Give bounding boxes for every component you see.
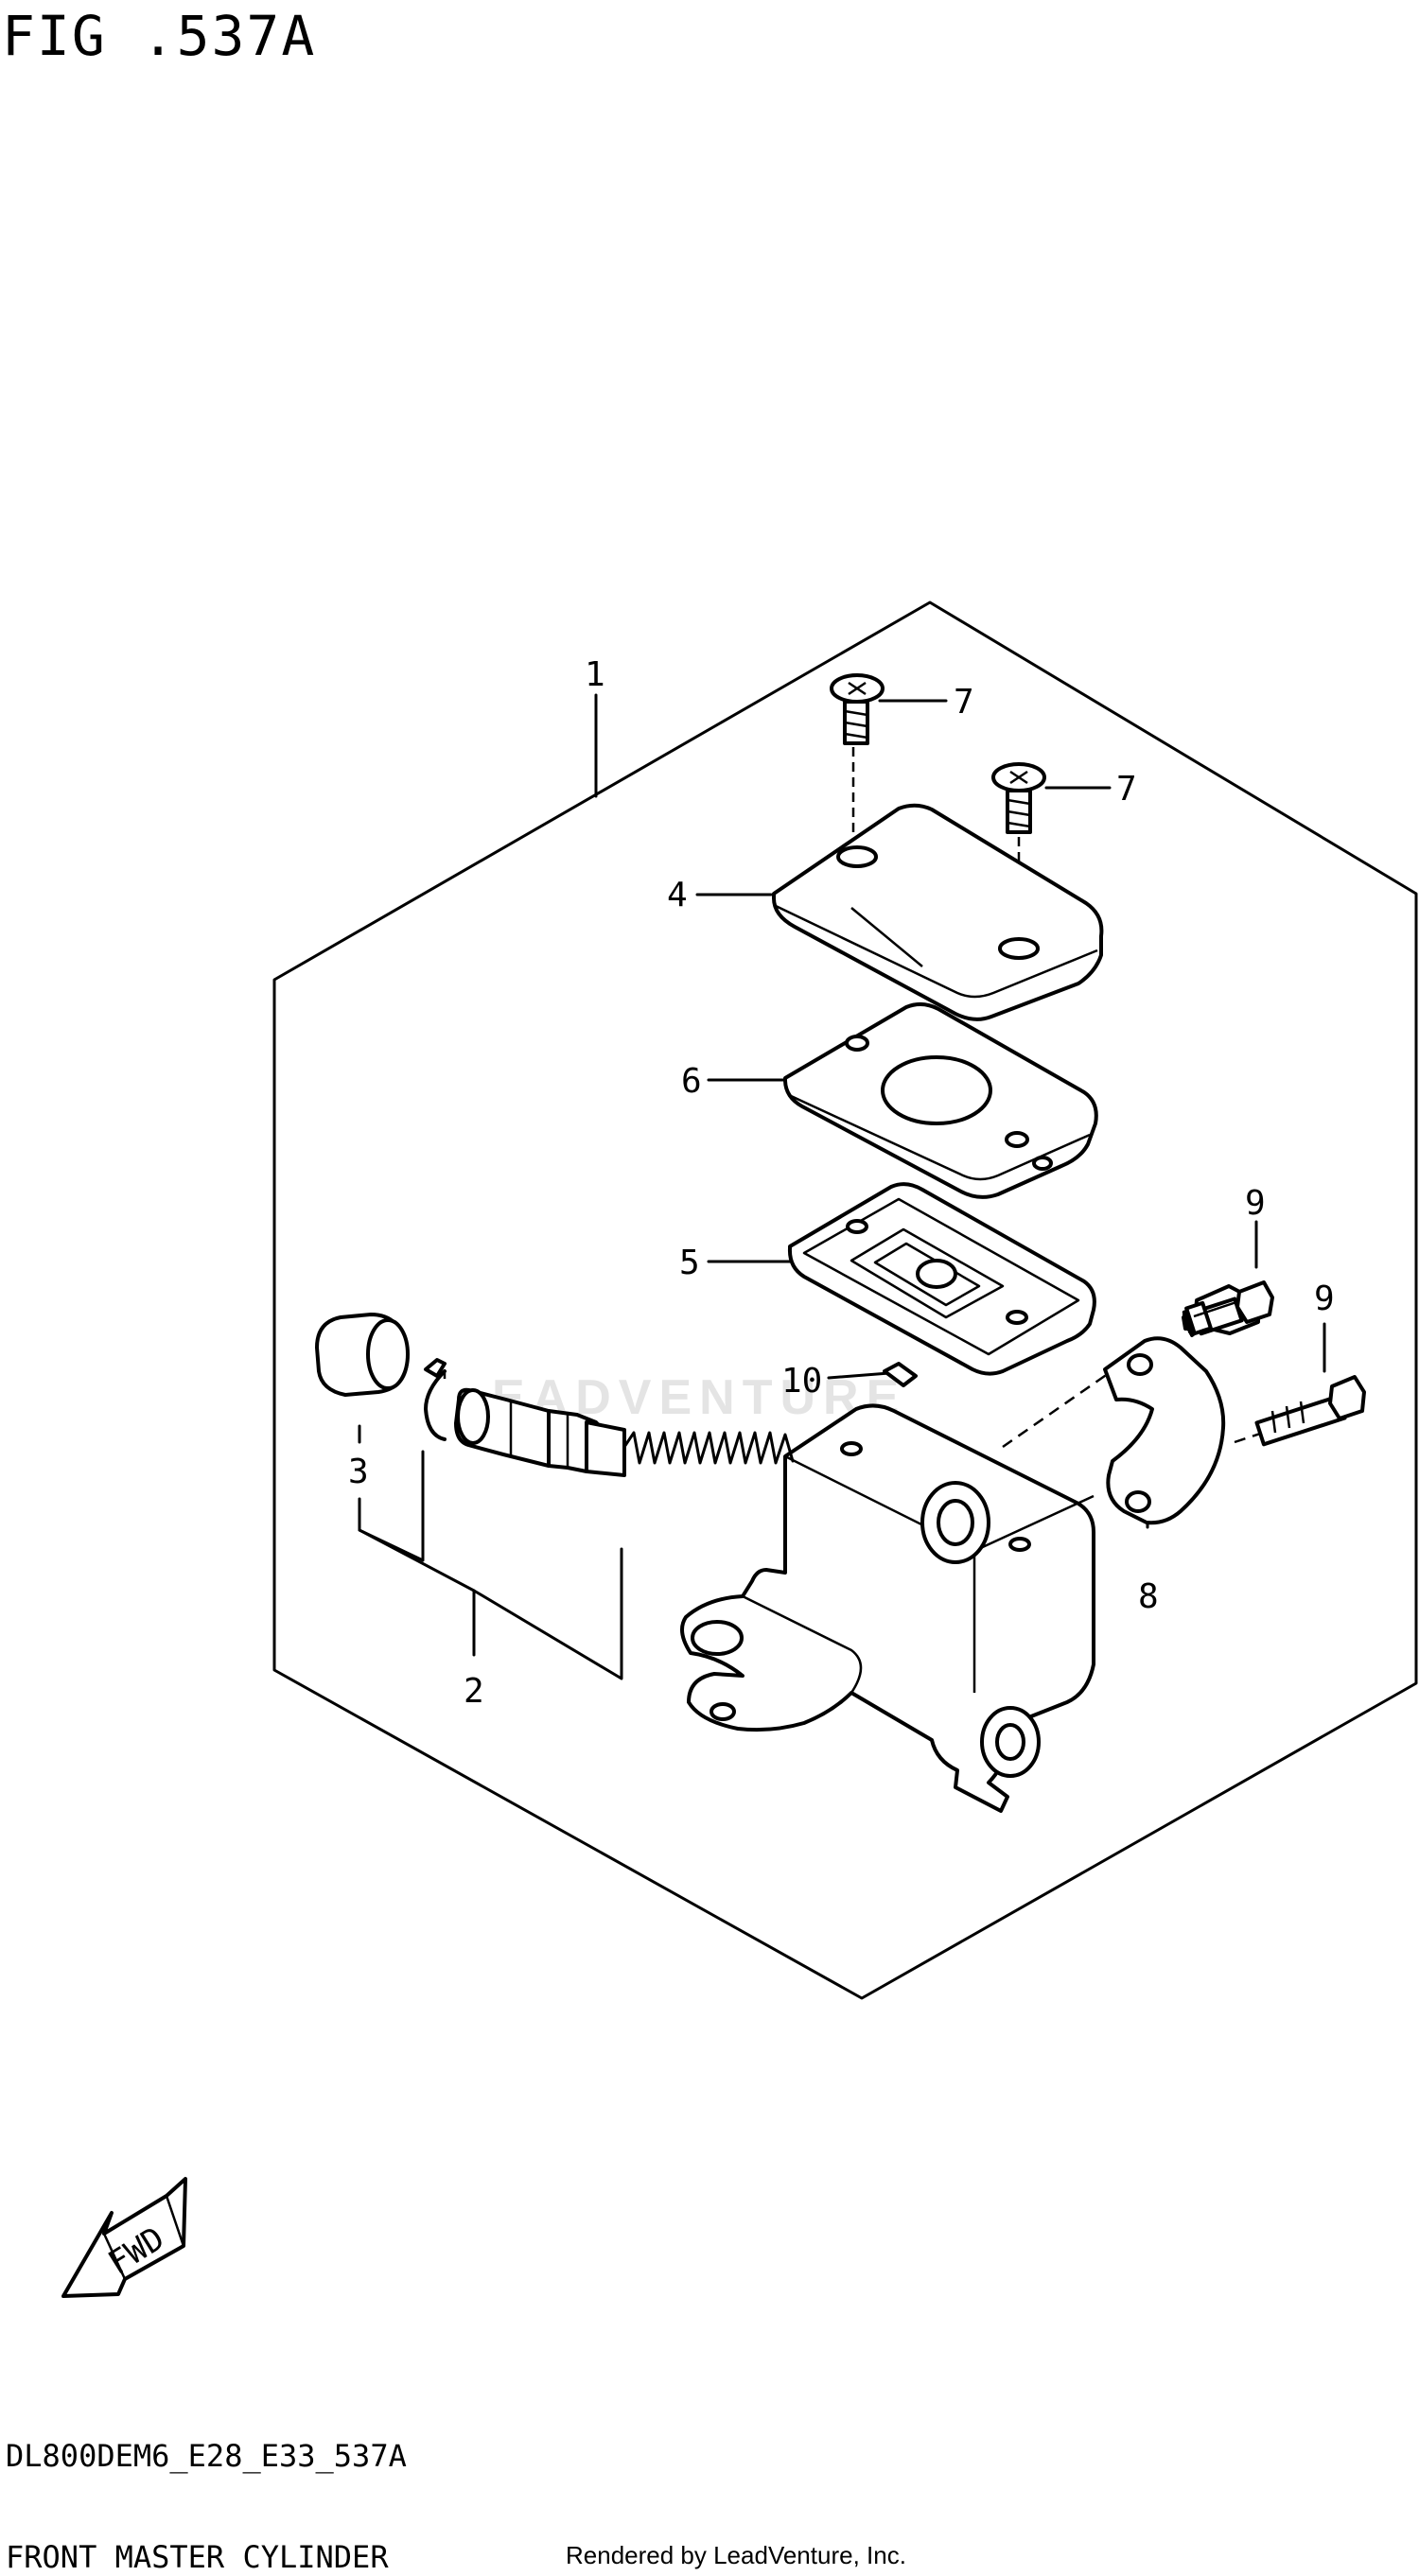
diaphragm-5-icon [787, 1182, 1096, 1376]
leader-lines [358, 693, 1326, 1680]
section-name: FRONT MASTER CYLINDER [6, 2539, 389, 2575]
render-credit: Rendered by LeadVenture, Inc. [566, 2541, 906, 2569]
callout-2: 2 [464, 1672, 484, 1711]
model-code: DL800DEM6_E28_E33_537A [6, 2438, 407, 2474]
figure-title: FIG .537A [2, 4, 317, 68]
callout-3: 3 [348, 1453, 369, 1491]
master-cylinder-body-icon [680, 1403, 1095, 1813]
bolt-9-upper-icon [1182, 1280, 1274, 1337]
callout-6: 6 [681, 1062, 702, 1101]
callout-8: 8 [1138, 1577, 1159, 1616]
diaphragm-plate-6-icon [783, 1002, 1098, 1199]
callout-1: 1 [585, 655, 605, 694]
screw-7-lower-icon [991, 762, 1046, 834]
callout-9-lower: 9 [1314, 1279, 1335, 1318]
boot-3-icon [315, 1313, 410, 1397]
callout-numbers: 1 2 3 4 5 6 7 7 8 9 9 10 [348, 655, 1335, 1711]
screw-7-upper-icon [830, 673, 885, 745]
spring-icon [622, 1431, 795, 1465]
plate-10-icon [883, 1362, 918, 1387]
callout-5: 5 [679, 1244, 700, 1282]
callout-7-upper: 7 [954, 683, 974, 722]
circlip-icon [424, 1358, 447, 1441]
callout-4: 4 [667, 876, 688, 914]
clamp-8-icon [1103, 1336, 1226, 1525]
callout-10: 10 [781, 1362, 822, 1401]
fwd-arrow-icon: FWD [61, 2177, 187, 2298]
callout-9-upper: 9 [1245, 1184, 1266, 1223]
assembly-outline [272, 600, 1418, 2000]
piston-2-icon [454, 1387, 626, 1477]
callout-7-lower: 7 [1116, 770, 1137, 809]
bolt-9-lower-icon [1254, 1375, 1366, 1447]
reservoir-cover-4-icon [772, 803, 1104, 1021]
